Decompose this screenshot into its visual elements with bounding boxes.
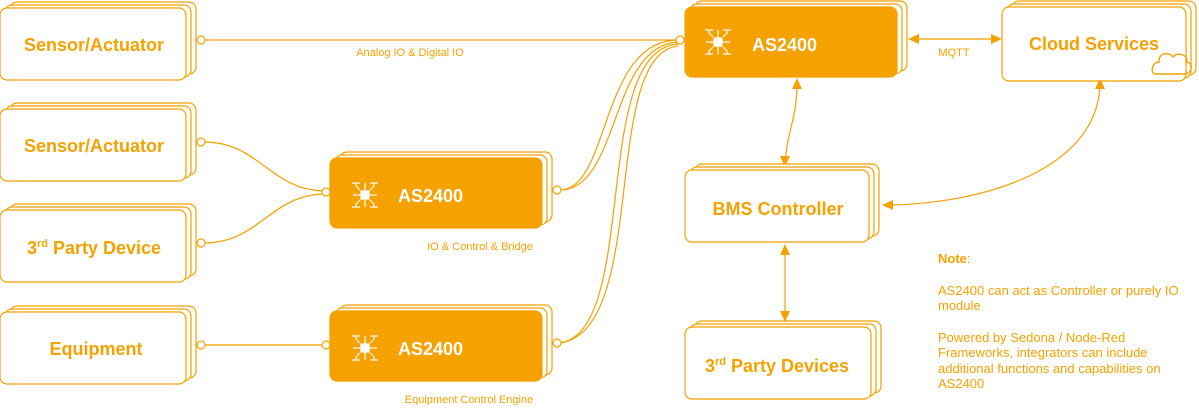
note-panel: Note: AS2400 can act as Controller or pu…	[938, 251, 1199, 408]
chip-icon	[705, 29, 731, 55]
node-cloud-services[interactable]	[1001, 0, 1197, 82]
node-as2400-top[interactable]	[684, 0, 908, 78]
node-label: 3rd Party Devices	[705, 356, 849, 376]
edge-cloud-bms	[883, 81, 1101, 206]
edge-sensor2-mid	[203, 141, 327, 192]
edge-label-analog-io: Analog IO & Digital IO	[356, 47, 464, 59]
node-label: Sensor/Actuator	[24, 136, 164, 156]
node-bms-controller[interactable]	[684, 163, 880, 243]
edge-top-bms	[784, 81, 798, 165]
node-label: Cloud Services	[1029, 34, 1159, 54]
ports	[196, 35, 685, 350]
edge-label-mqtt: MQTT	[938, 47, 969, 59]
chip-icon	[352, 335, 378, 361]
node-label: Equipment	[50, 339, 143, 359]
edge-bottom-top-2	[559, 45, 679, 344]
node-label: AS2400	[752, 35, 817, 55]
edge-mid-top-2	[559, 41, 679, 191]
node-label: AS2400	[398, 186, 463, 206]
cloud-icon	[1151, 52, 1192, 75]
node-third-party-devices[interactable]	[684, 320, 882, 400]
node-label: BMS Controller	[712, 199, 843, 219]
edge-3rdparty-mid	[203, 193, 327, 244]
node-label: Sensor/Actuator	[24, 35, 164, 55]
node-equipment[interactable]	[0, 305, 197, 385]
edge-mid-top	[559, 39, 679, 191]
arrowheads	[780, 34, 1105, 322]
edge-bottom-top	[559, 43, 679, 344]
node-label: AS2400	[398, 339, 463, 359]
edge-label-equipment-engine: Equipment Control Engine	[405, 394, 533, 405]
edge-label-io-control-bridge: IO & Control & Bridge	[427, 241, 533, 253]
node-as2400-mid[interactable]	[329, 151, 553, 229]
node-sensor-actuator-1[interactable]	[0, 1, 197, 81]
note-heading: Note	[938, 251, 967, 266]
note-paragraph-2: Powered by Sedona / Node-Red Frameworks,…	[938, 329, 1161, 392]
node-as2400-bottom[interactable]	[329, 304, 553, 382]
node-sensor-actuator-2[interactable]	[0, 102, 197, 182]
node-label: 3rd Party Device	[27, 238, 161, 258]
chip-icon	[352, 182, 378, 208]
note-paragraph-1: AS2400 can act as Controller or purely I…	[938, 282, 1179, 314]
note-heading-line: Note:	[938, 251, 1199, 267]
node-third-party-device[interactable]	[0, 203, 197, 283]
note-colon: :	[966, 251, 971, 266]
connectors	[203, 38, 1101, 346]
